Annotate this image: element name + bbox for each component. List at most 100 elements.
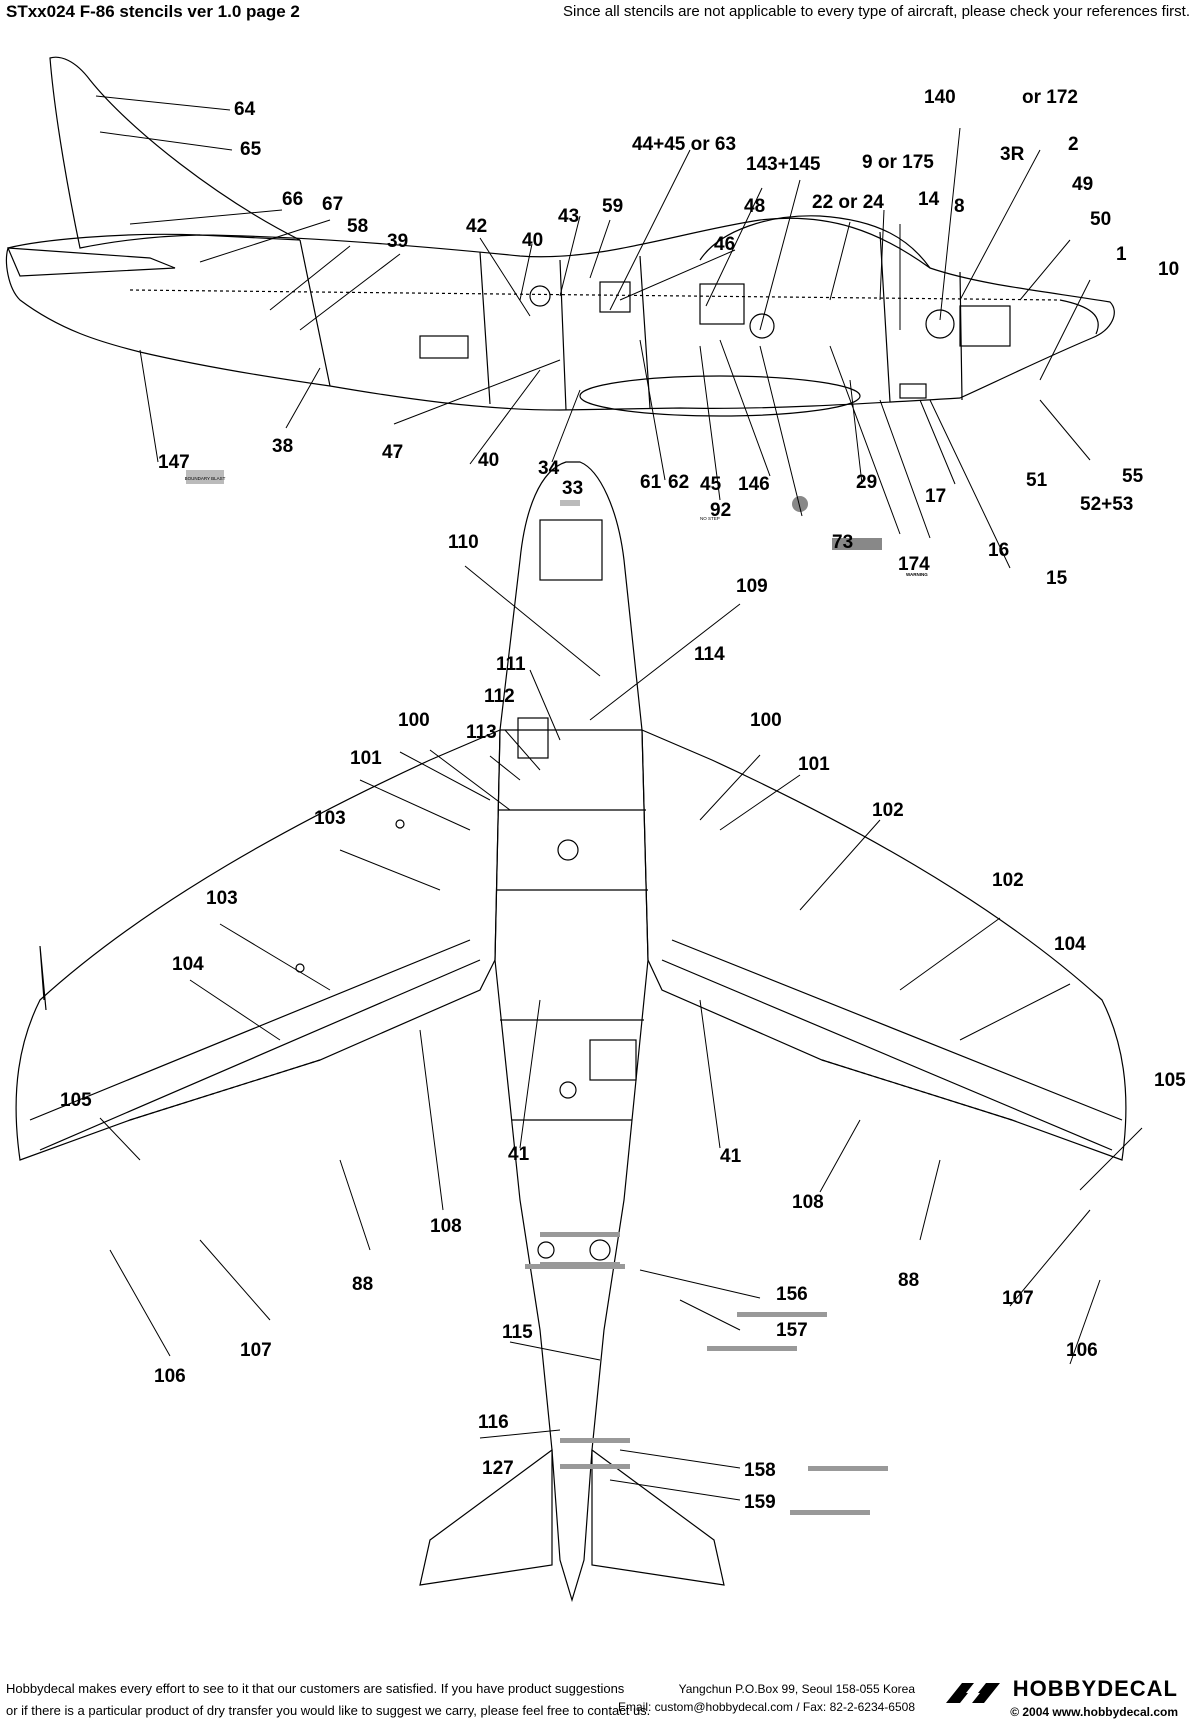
callout-47: 47 xyxy=(382,442,403,463)
callout-147: 147 xyxy=(158,452,190,473)
footer-contact: Yangchun P.O.Box 99, Seoul 158-055 Korea… xyxy=(618,1680,915,1716)
callout-112: 112 xyxy=(484,686,515,707)
callout-48: 48 xyxy=(744,196,765,217)
footer-email-fax: Email: custom@hobbydecal.com / Fax: 82-2… xyxy=(618,1700,915,1714)
stencil-bar xyxy=(808,1466,888,1471)
callout-104: 104 xyxy=(172,954,204,975)
stencil-bar xyxy=(707,1346,797,1351)
callout-109: 109 xyxy=(736,576,768,597)
callout-103b: 103 xyxy=(206,888,238,909)
callout-146: 146 xyxy=(738,474,770,495)
callout-88b: 88 xyxy=(898,1270,919,1291)
stencil-bar xyxy=(737,1312,827,1317)
callout-62: 62 xyxy=(668,472,689,493)
header-note: Since all stencils are not applicable to… xyxy=(563,3,1190,20)
callout-41: 41 xyxy=(508,1144,530,1165)
callout-64: 64 xyxy=(234,99,256,120)
callout-66: 66 xyxy=(282,189,303,210)
plan-view-callouts: 110 109 111 114 112 113 100 100 101 101 … xyxy=(60,532,1186,1513)
callout-39: 39 xyxy=(387,231,408,252)
callout-45: 45 xyxy=(700,474,722,495)
callout-105b: 105 xyxy=(1154,1070,1186,1091)
callout-22-24: 22 or 24 xyxy=(812,192,884,213)
callout-38: 38 xyxy=(272,436,293,457)
callout-106b: 106 xyxy=(1066,1340,1098,1361)
callout-140: 140 xyxy=(924,87,956,108)
callout-14: 14 xyxy=(918,189,940,210)
callout-110: 110 xyxy=(448,532,479,553)
stencil-placement-diagram: BOUNDARY BLAST WARNING NO STEP 64 65 66 … xyxy=(5,56,1186,1603)
callout-2: 2 xyxy=(1068,134,1079,155)
stencil-bar xyxy=(525,1264,625,1269)
callout-143-145: 143+145 xyxy=(746,154,821,175)
callout-49: 49 xyxy=(1072,174,1093,195)
callout-34: 34 xyxy=(538,458,560,479)
callout-113: 113 xyxy=(466,722,497,743)
callout-159: 159 xyxy=(744,1492,776,1513)
callout-100: 100 xyxy=(398,710,430,731)
stencil-strip xyxy=(832,538,882,550)
callout-46: 46 xyxy=(714,234,735,255)
stencil-bar xyxy=(560,500,580,506)
hobbydecal-mark-icon xyxy=(946,1682,1001,1703)
boundary-blast-box xyxy=(186,470,224,484)
leader-lines xyxy=(95,95,1143,1501)
footer-line-2: or if there is a particular product of d… xyxy=(6,1703,651,1718)
callout-52-53: 52+53 xyxy=(1080,494,1133,515)
callout-172: or 172 xyxy=(1022,87,1078,108)
callout-8: 8 xyxy=(954,196,965,217)
callout-40b: 40 xyxy=(478,450,499,471)
no-step-label: NO STEP xyxy=(700,516,720,521)
callout-40: 40 xyxy=(522,230,543,251)
callout-51: 51 xyxy=(1026,470,1048,491)
callout-73: 73 xyxy=(832,532,853,553)
callout-65: 65 xyxy=(240,139,262,160)
callout-174: 174 xyxy=(898,554,930,575)
hobbydecal-logo: HOBBYDECAL © 2004 www.hobbydecal.com xyxy=(944,1676,1178,1719)
side-view-callouts: 64 65 66 67 58 39 42 40 43 59 44+45 or 6… xyxy=(158,87,1179,589)
callout-50: 50 xyxy=(1090,209,1111,230)
callout-17: 17 xyxy=(925,486,946,507)
callout-157: 157 xyxy=(776,1320,808,1341)
callout-33: 33 xyxy=(562,478,583,499)
callout-3R: 3R xyxy=(1000,144,1025,165)
callout-1: 1 xyxy=(1116,244,1127,265)
callout-58: 58 xyxy=(347,216,368,237)
callout-42: 42 xyxy=(466,216,487,237)
callout-116: 116 xyxy=(478,1412,509,1433)
callout-115: 115 xyxy=(502,1322,533,1343)
callout-107b: 107 xyxy=(1002,1288,1034,1309)
warning-label: WARNING xyxy=(906,572,928,577)
stencil-bar xyxy=(790,1510,870,1515)
footer-address: Yangchun P.O.Box 99, Seoul 158-055 Korea xyxy=(678,1682,915,1696)
callout-104b: 104 xyxy=(1054,934,1086,955)
callout-111: 111 xyxy=(496,654,526,675)
callout-61: 61 xyxy=(640,472,662,493)
callout-108: 108 xyxy=(430,1216,462,1237)
callout-127: 127 xyxy=(482,1458,514,1479)
callout-92: 92 xyxy=(710,500,731,521)
callout-101b: 101 xyxy=(798,754,830,775)
callout-15: 15 xyxy=(1046,568,1068,589)
callout-107: 107 xyxy=(240,1340,272,1361)
stencil-bars: BOUNDARY BLAST WARNING NO STEP xyxy=(185,470,928,1515)
callout-103: 103 xyxy=(314,808,346,829)
callout-67: 67 xyxy=(322,194,343,215)
callout-44-45-63: 44+45 or 63 xyxy=(632,134,736,155)
boundary-blast-label: BOUNDARY BLAST xyxy=(185,476,226,481)
callout-106: 106 xyxy=(154,1366,186,1387)
stencil-disc xyxy=(792,496,808,512)
side-view-airframe xyxy=(5,56,1115,417)
footer-line-1: Hobbydecal makes every effort to see to … xyxy=(6,1681,625,1696)
callout-16: 16 xyxy=(988,540,1009,561)
callout-10: 10 xyxy=(1158,259,1179,280)
callout-43: 43 xyxy=(558,206,579,227)
callout-156: 156 xyxy=(776,1284,808,1305)
callout-29: 29 xyxy=(856,472,877,493)
stencil-bar xyxy=(560,1438,630,1443)
stencil-bar xyxy=(540,1232,620,1237)
callout-114: 114 xyxy=(694,644,725,665)
callout-59: 59 xyxy=(602,196,623,217)
callout-102b: 102 xyxy=(992,870,1024,891)
callout-55: 55 xyxy=(1122,466,1144,487)
